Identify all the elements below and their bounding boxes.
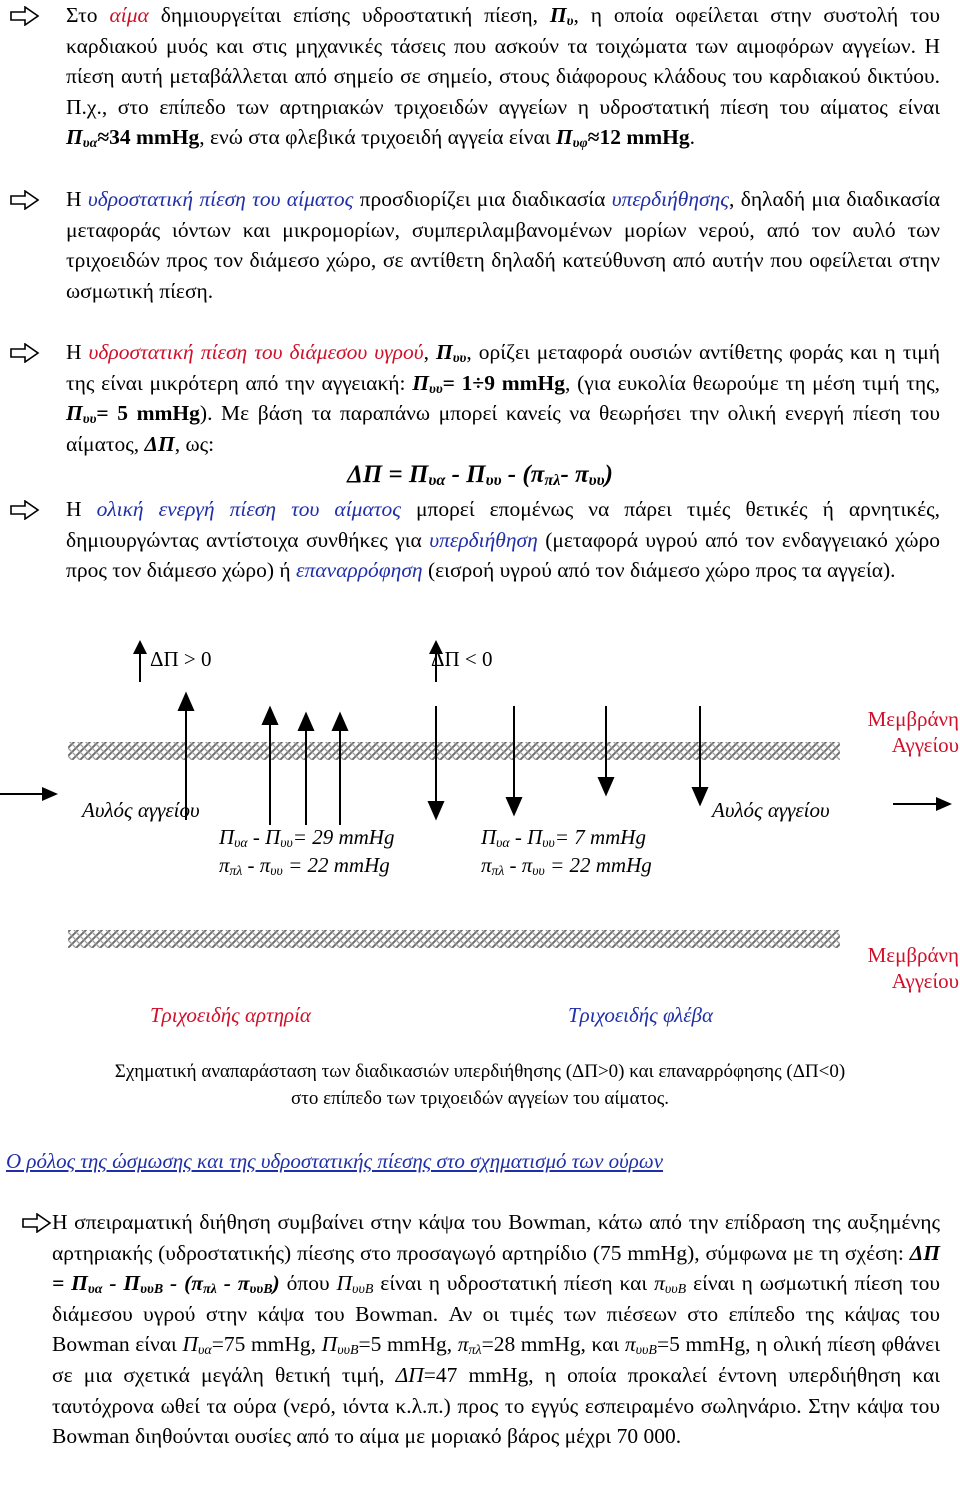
reabsorption-arrows [427,706,709,821]
vessel-membrane-bottom [68,930,840,948]
venous-oncotic-difference: ππλ - πυυ = 22 mmHg [481,853,652,878]
filtration-arrows [177,691,349,825]
arrow-bullet-icon [10,190,40,210]
arterial-pressure-difference: Πυα - Πυυ= 29 mmHg [219,825,395,850]
arrow-bullet-icon [22,1213,52,1233]
dp-positive-arrow-icon [133,640,147,682]
figure-caption: Σχηματική αναπαράσταση των διαδικασιών υ… [114,1061,846,1109]
paragraph-ultrafiltration: Η υδροστατική πίεση του αίματος προσδιορ… [66,187,940,303]
capillary-vein-label: Τριχοειδής φλέβα [568,1003,713,1027]
flow-arrow-left-icon [0,787,58,801]
arterial-oncotic-difference: ππλ - πυυ = 22 mmHg [219,853,390,878]
capillary-artery-label: Τριχοειδής αρτηρία [150,1003,311,1027]
paragraph-hydrostatic-pressure: Στο αίμα δημιουργείται επίσης υδροστατικ… [66,3,941,152]
venous-pressure-difference: Πυα - Πυυ= 7 mmHg [481,825,646,850]
paragraph-glomerular-filtration: Η σπειραματική διήθηση συμβαίνει στην κά… [52,1210,940,1449]
vessel-lumen-label-right: Αυλός αγγείου [712,798,830,822]
paragraph-interstitial-pressure: Η υδροστατική πίεση του διάμεσου υγρού, … [66,340,941,456]
vessel-lumen-label-left: Αυλός αγγείου [82,798,200,822]
arrow-bullet-icon [10,6,40,26]
arrow-bullet-icon [10,500,40,520]
net-pressure-formula: ΔΠ = Πυα - Πυυ - (ππλ- πυυ) [347,461,613,489]
vessel-membrane-top [68,742,840,760]
flow-arrow-right-icon [893,797,952,811]
arrow-bullet-icon [10,343,40,363]
capillary-diagram-drawing [0,640,952,948]
dp-positive-label: ΔΠ > 0 [150,647,212,671]
dp-negative-arrow-icon [429,640,443,682]
paragraph-net-pressure: Η ολική ενεργή πίεση του αίματος μπορεί … [66,497,940,583]
dp-negative-label: ΔΠ < 0 [431,647,493,671]
section-title: Ο ρόλος της ώσμωσης και της υδροστατικής… [6,1149,664,1173]
